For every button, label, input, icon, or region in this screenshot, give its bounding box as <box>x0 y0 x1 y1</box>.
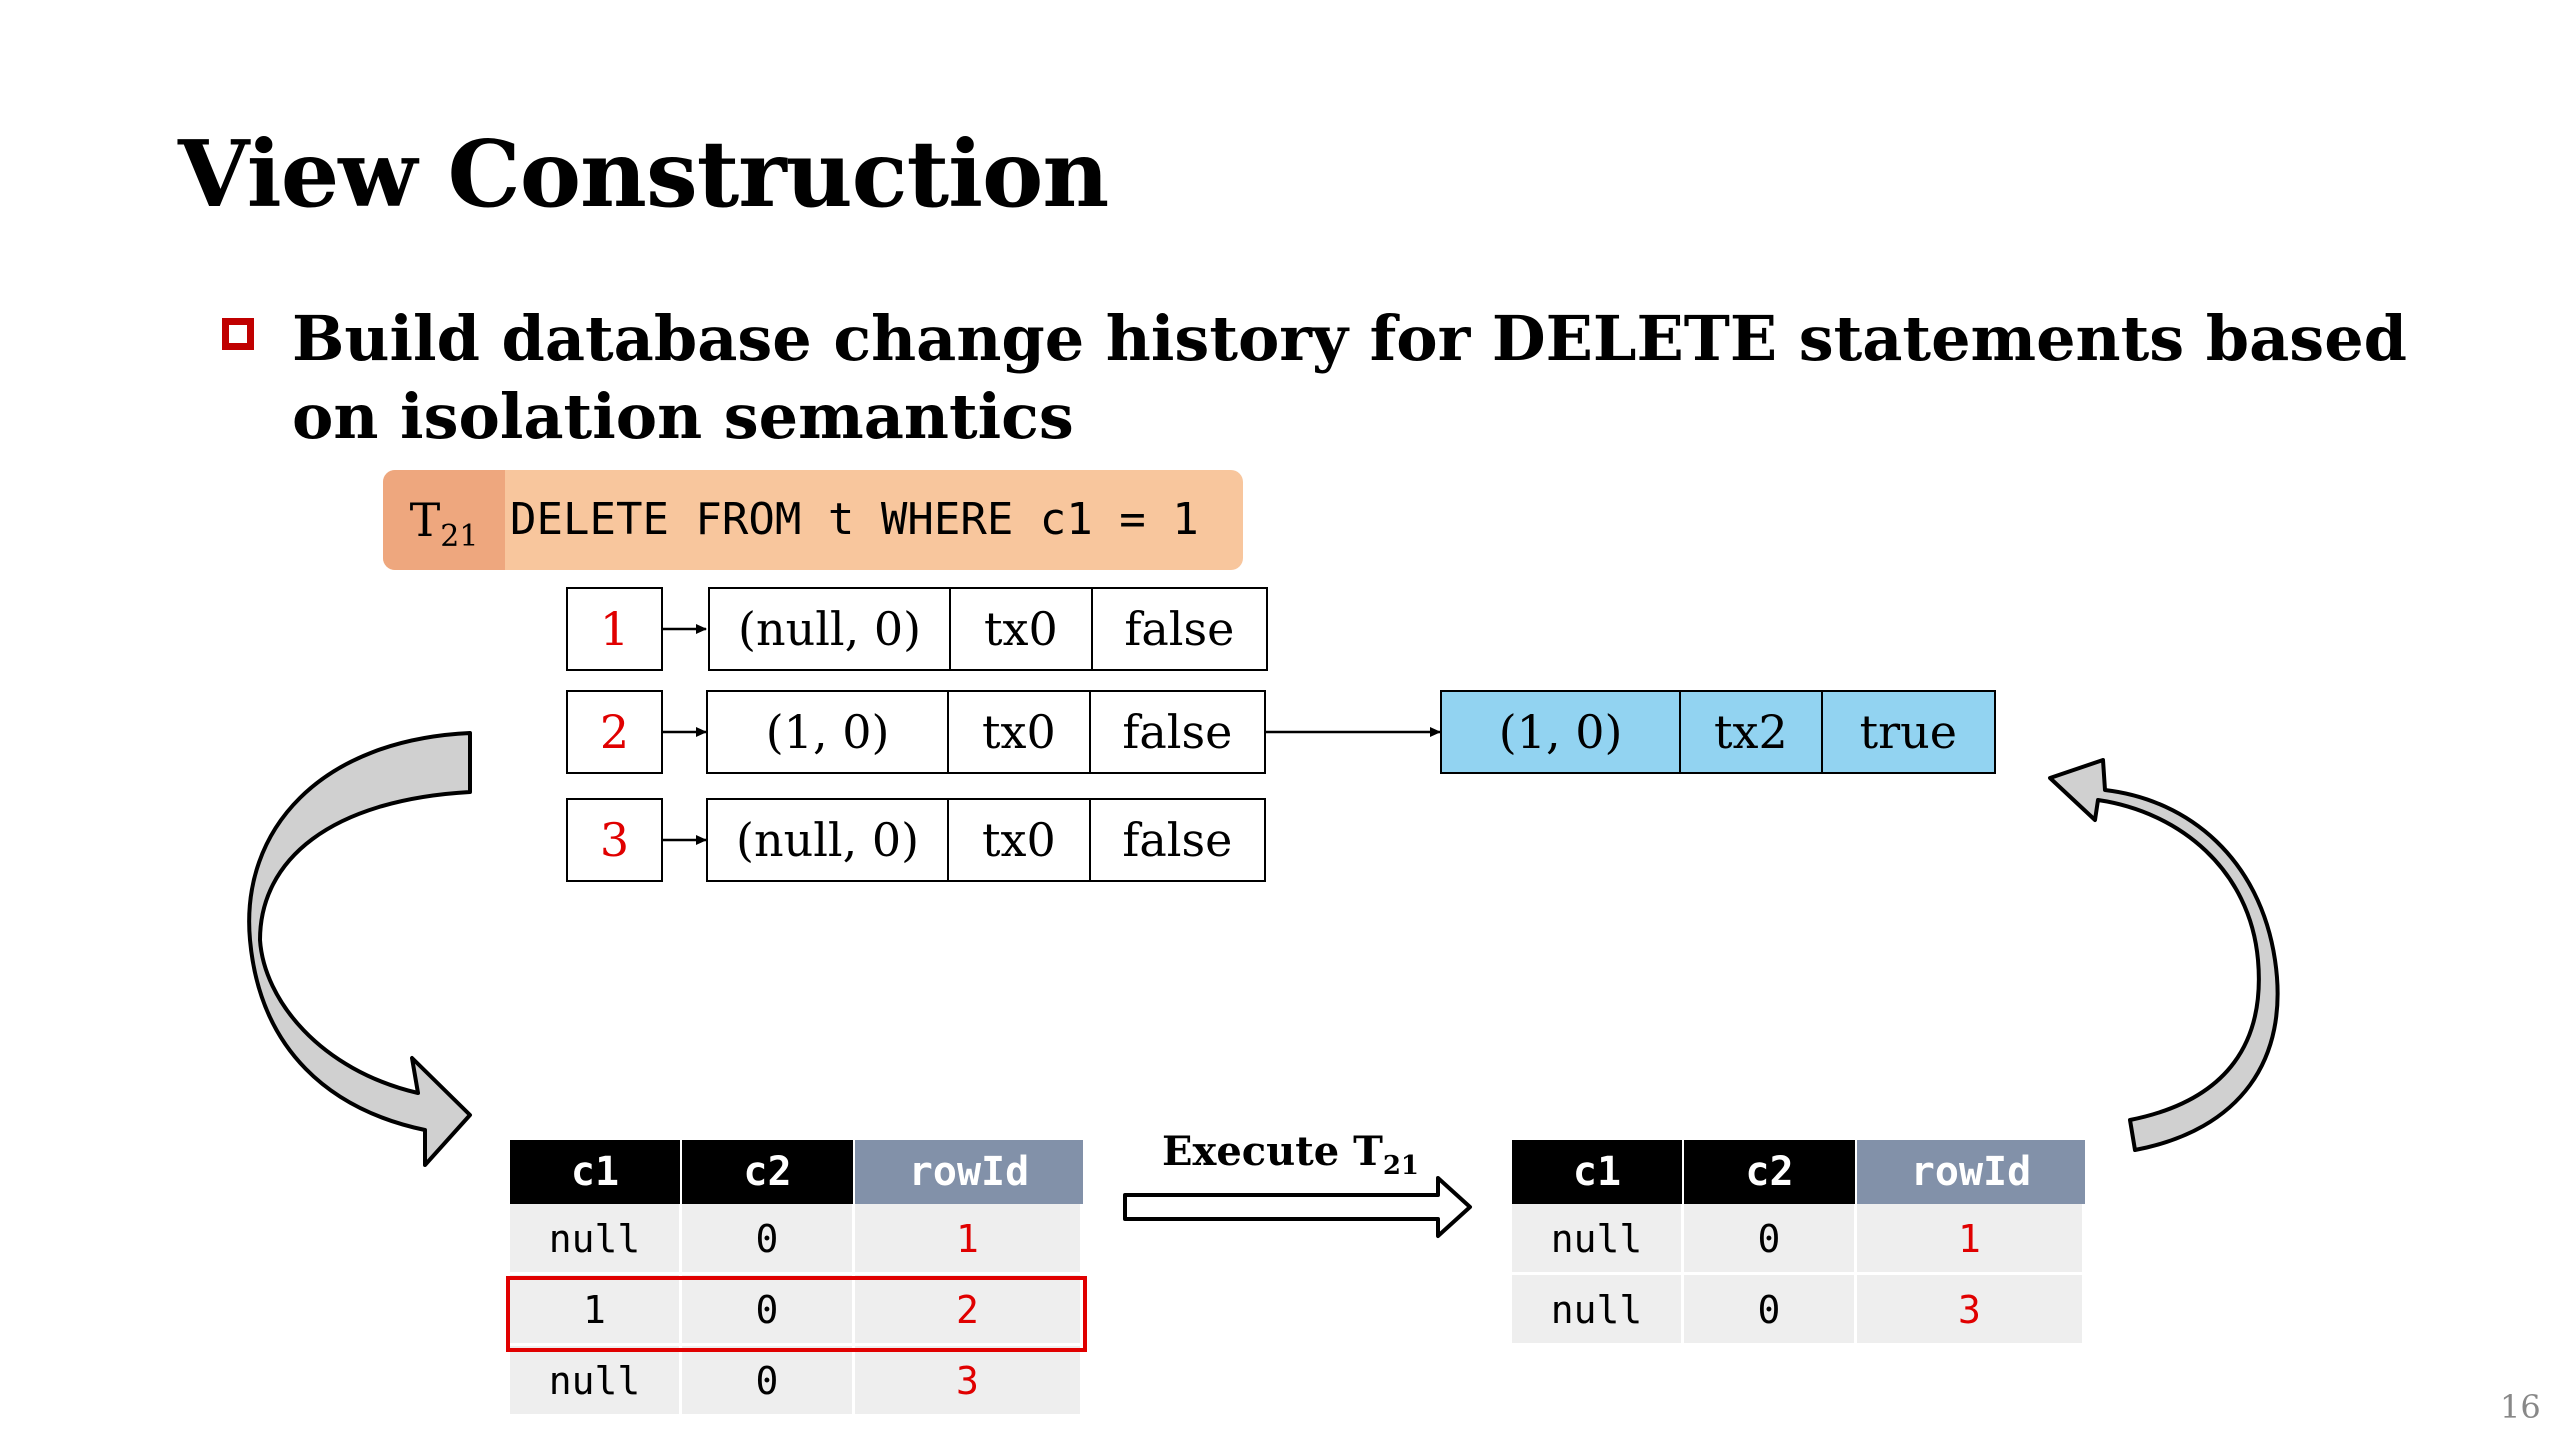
table-header: c2 <box>1684 1140 1857 1204</box>
table-cell: 0 <box>682 1346 855 1417</box>
table-cell: 1 <box>510 1275 682 1346</box>
version-value: (1, 0) <box>765 705 890 759</box>
version-deleted-flag: false <box>1088 692 1264 772</box>
table-cell-rowid: 1 <box>1857 1204 2085 1275</box>
transaction-tag-label: T <box>409 493 441 547</box>
execute-label: Execute T21 <box>1162 1128 1419 1181</box>
transaction-tag-sub: 21 <box>440 519 479 555</box>
execute-arrow-icon <box>1123 1176 1472 1238</box>
version-record: (null, 0) tx0 false <box>706 798 1266 882</box>
table-cell-rowid: 3 <box>1857 1275 2085 1346</box>
version-deleted-flag: false <box>1090 589 1266 669</box>
table-header: rowId <box>1857 1140 2085 1204</box>
page-number: 16 <box>2500 1388 2541 1426</box>
table-cell: null <box>510 1346 682 1417</box>
version-value: (null, 0) <box>738 602 922 656</box>
new-version-record: (1, 0) tx2 true <box>1440 690 1996 774</box>
slide-title: View Construction <box>178 120 1109 228</box>
statement-bar <box>383 470 1243 570</box>
bullet-square-icon <box>222 318 254 350</box>
version-tx: tx0 <box>947 692 1089 772</box>
deleted-row-highlight <box>506 1276 1087 1352</box>
table-header: rowId <box>855 1140 1083 1204</box>
table-cell-rowid: 2 <box>855 1275 1083 1346</box>
table-cell: null <box>1512 1204 1684 1275</box>
version-tx: tx2 <box>1679 692 1820 772</box>
history-row-id: 2 <box>566 690 663 774</box>
version-value: (null, 0) <box>736 813 920 867</box>
table-cell: 0 <box>682 1204 855 1275</box>
version-deleted-flag: false <box>1088 800 1264 880</box>
transaction-tag: T21 <box>383 470 505 570</box>
table-cell: null <box>1512 1275 1684 1346</box>
table-cell: 0 <box>682 1275 855 1346</box>
right-curved-arrow-icon <box>2048 758 2280 1152</box>
table-cell: 0 <box>1684 1275 1857 1346</box>
table-header: c1 <box>510 1140 682 1204</box>
version-tx: tx0 <box>947 800 1089 880</box>
sql-statement: DELETE FROM t WHERE c1 = 1 <box>510 494 1199 545</box>
execute-label-sub: 21 <box>1382 1151 1420 1181</box>
version-record: (null, 0) tx0 false <box>708 587 1268 671</box>
before-table: c1 c2 rowId null 0 1 1 0 2 null 0 3 <box>510 1140 1083 1417</box>
after-table: c1 c2 rowId null 0 1 null 0 3 <box>1512 1140 2085 1346</box>
left-curved-arrow-icon <box>247 731 472 1167</box>
table-header: c2 <box>682 1140 855 1204</box>
table-cell-rowid: 3 <box>855 1346 1083 1417</box>
table-cell: null <box>510 1204 682 1275</box>
version-tx: tx0 <box>949 589 1091 669</box>
table-cell-rowid: 1 <box>855 1204 1083 1275</box>
table-header: c1 <box>1512 1140 1684 1204</box>
version-value: (1, 0) <box>1498 705 1623 759</box>
bullet-text: Build database change history for DELETE… <box>292 302 2407 453</box>
table-cell: 0 <box>1684 1204 1857 1275</box>
version-record: (1, 0) tx0 false <box>706 690 1266 774</box>
history-row-id: 3 <box>566 798 663 882</box>
execute-label-text: Execute T <box>1162 1128 1383 1175</box>
history-row-id: 1 <box>566 587 663 671</box>
version-deleted-flag: true <box>1820 692 1994 772</box>
